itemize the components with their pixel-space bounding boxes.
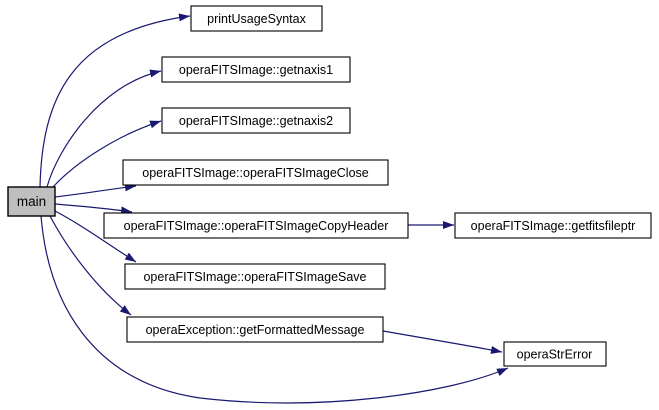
node-getnaxis1-box [161, 56, 351, 83]
edge-main-getnaxis2 [52, 120, 162, 188]
edge-main-operaStrError [40, 215, 509, 404]
node-getFormattedMessage-label: operaException::getFormattedMessage [146, 323, 365, 337]
node-getnaxis2-box [161, 107, 351, 134]
node-main-box [7, 186, 56, 217]
edge-main-getnaxis1 [46, 69, 162, 188]
node-printUsageSyntax-box [190, 5, 323, 32]
node-imageClose-label: operaFITSImage::operaFITSImageClose [142, 166, 369, 180]
node-main[interactable]: main [7, 186, 56, 217]
edge-layer [39, 13, 509, 404]
edge-main-printUsageSyntax [39, 13, 191, 188]
node-getFormattedMessage[interactable]: operaException::getFormattedMessage [126, 316, 384, 343]
node-operaStrError[interactable]: operaStrError [503, 341, 607, 367]
node-getnaxis1-label: operaFITSImage::getnaxis1 [179, 63, 333, 77]
node-getfitsfileptr-label: operaFITSImage::getfitsfileptr [471, 219, 636, 233]
node-imageCopyHeader-label: operaFITSImage::operaFITSImageCopyHeader [124, 219, 389, 233]
edge-main-imageCopyHeader [54, 203, 133, 215]
node-printUsageSyntax[interactable]: printUsageSyntax [190, 5, 323, 32]
node-printUsageSyntax-label: printUsageSyntax [207, 12, 306, 26]
node-getFormattedMessage-box [126, 316, 384, 343]
edge-main-imageClose [54, 183, 137, 198]
node-imageCopyHeader[interactable]: operaFITSImage::operaFITSImageCopyHeader [103, 212, 409, 239]
node-operaStrError-label: operaStrError [517, 348, 593, 362]
node-imageClose[interactable]: operaFITSImage::operaFITSImageClose [122, 159, 389, 186]
node-operaStrError-box [503, 341, 607, 367]
edge-getFormattedMessage-operaStrError [382, 330, 503, 354]
edge-main-getFormattedMessage [49, 215, 132, 316]
node-main-label: main [17, 194, 46, 209]
node-getfitsfileptr[interactable]: operaFITSImage::getfitsfileptr [454, 212, 652, 239]
node-getfitsfileptr-box [454, 212, 652, 239]
node-imageSave[interactable]: operaFITSImage::operaFITSImageSave [124, 263, 386, 290]
node-getnaxis2[interactable]: operaFITSImage::getnaxis2 [161, 107, 351, 134]
node-getnaxis1[interactable]: operaFITSImage::getnaxis1 [161, 56, 351, 83]
edge-main-imageSave [54, 210, 137, 263]
node-imageSave-box [124, 263, 386, 290]
node-imageClose-box [122, 159, 389, 186]
node-imageCopyHeader-box [103, 212, 409, 239]
node-imageSave-label: operaFITSImage::operaFITSImageSave [143, 270, 366, 284]
node-layer: main printUsageSyntax operaFITSImage::ge… [7, 5, 652, 367]
node-getnaxis2-label: operaFITSImage::getnaxis2 [179, 114, 333, 128]
